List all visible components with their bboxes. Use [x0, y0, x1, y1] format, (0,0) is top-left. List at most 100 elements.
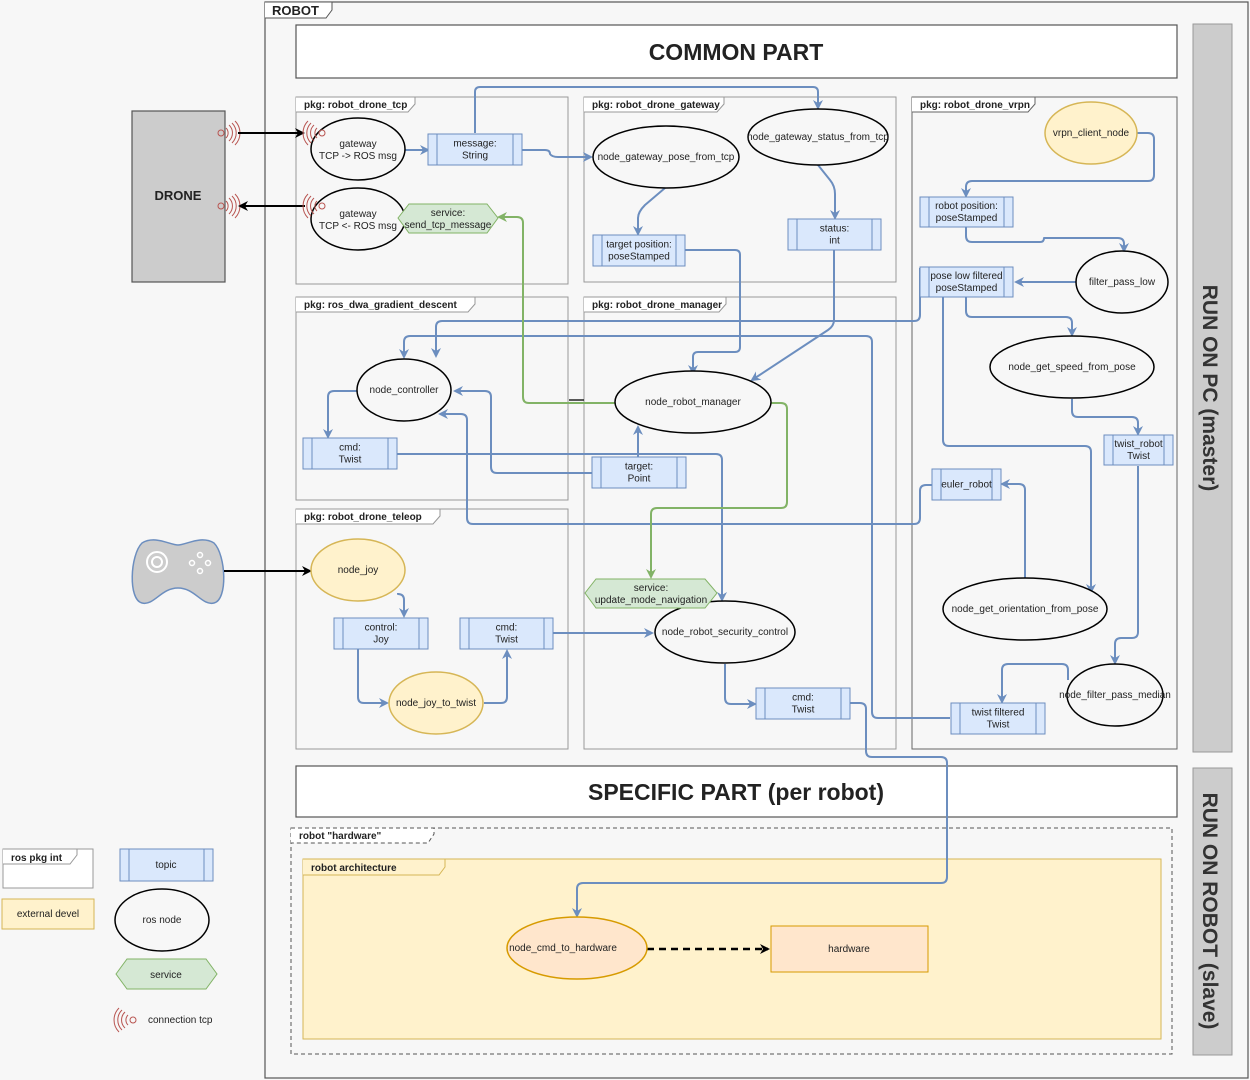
svg-text:node_gateway_status_from_tcp: node_gateway_status_from_tcp: [747, 132, 889, 143]
svg-text:node_controller: node_controller: [370, 385, 440, 396]
gamepad-icon: [131, 539, 225, 604]
topic-label: cmd:: [339, 443, 361, 454]
legend-tcp: connection tcp: [113, 1007, 213, 1033]
node-cmd-to-hardware: node_cmd_to_hardware: [506, 916, 648, 980]
edge-service: [497, 212, 616, 404]
svg-text:TCP -> ROS msg: TCP -> ROS msg: [319, 151, 397, 162]
legend-service: service: [115, 958, 218, 990]
edges: [224, 86, 1155, 954]
pkg-title: pkg: robot_drone_tcp: [304, 100, 407, 111]
topic-label: Point: [628, 474, 651, 485]
topic-label: Twist: [987, 720, 1010, 731]
svg-text:node_robot_security_control: node_robot_security_control: [662, 627, 788, 638]
edge: [522, 149, 593, 162]
topic-label: int: [829, 236, 840, 247]
edge: [357, 649, 389, 708]
topic-label: poseStamped: [936, 283, 998, 294]
run-on-pc-panel: RUN ON PC (master): [1192, 23, 1233, 753]
svg-text:service: service: [150, 970, 182, 981]
edge: [1071, 399, 1143, 436]
topic-label: robot position:: [935, 201, 998, 212]
topic-label: twist_robot: [1114, 439, 1163, 450]
topic-euler-robot: euler_robot: [931, 468, 1002, 501]
svg-text:ros pkg int: ros pkg int: [11, 853, 63, 864]
specific-part-title: SPECIFIC PART (per robot): [588, 779, 884, 805]
topic-label: poseStamped: [936, 213, 998, 224]
edge: [438, 409, 932, 525]
run-on-robot-panel: RUN ON ROBOT (slave): [1192, 767, 1233, 1056]
topic-label: Twist: [1127, 451, 1150, 462]
svg-text:gateway: gateway: [339, 209, 376, 220]
node-controller: node_controller: [356, 358, 452, 422]
topic-label: Twist: [339, 455, 362, 466]
node-gateway-status-from-tcp: node_gateway_status_from_tcp: [747, 108, 889, 166]
topic-label: poseStamped: [608, 252, 670, 263]
hardware-block: hardware: [770, 925, 929, 973]
run-on-pc-label: RUN ON PC (master): [1198, 285, 1221, 492]
common-part-title: COMMON PART: [649, 39, 824, 65]
svg-text:TCP <- ROS msg: TCP <- ROS msg: [319, 221, 397, 232]
robot-hardware-frame: robot "hardware": [290, 827, 1173, 1055]
edge: [1110, 466, 1139, 665]
specific-part-header: SPECIFIC PART (per robot): [295, 765, 1178, 818]
edge: [817, 164, 840, 220]
tcp-connection-icon: [113, 1007, 137, 1033]
common-part-header: COMMON PART: [295, 24, 1178, 79]
topic-target-position: target position:poseStamped: [592, 234, 686, 267]
legend-node: ros node: [114, 888, 210, 952]
topic-status: status:int: [787, 218, 882, 251]
pkg-title: robot architecture: [311, 863, 397, 874]
edge: [397, 453, 727, 602]
service-update-mode-navigation: service: update_mode_navigation: [584, 578, 718, 609]
edge: [965, 227, 1129, 253]
edge-service: [646, 402, 788, 579]
svg-text:node_joy: node_joy: [338, 565, 379, 576]
topic-label: target:: [625, 462, 653, 473]
svg-text:node_filter_pass_median: node_filter_pass_median: [1059, 690, 1171, 701]
node-filter-pass-low: filter_pass_low: [1075, 250, 1169, 314]
topic-label: cmd:: [496, 623, 518, 634]
node-get-speed-from-pose: node_get_speed_from_pose: [989, 335, 1155, 399]
edge: [397, 593, 409, 618]
node-joy-to-twist: node_joy_to_twist: [388, 671, 484, 735]
legend-external: external devel: [1, 898, 95, 930]
svg-text:send_tcp_message: send_tcp_message: [405, 220, 492, 231]
drone-block: DRONE: [131, 110, 241, 283]
edge: [724, 664, 757, 709]
topic-label: String: [462, 151, 488, 162]
topic-message: message:String: [427, 133, 523, 166]
pkg-title: pkg: robot_drone_teleop: [304, 512, 422, 523]
node-robot-security-control: node_robot_security_control: [654, 600, 796, 664]
node-gateway-ros-to-tcp: gateway TCP <- ROS msg: [302, 187, 406, 251]
topic-label: status:: [820, 224, 849, 235]
svg-text:node_joy_to_twist: node_joy_to_twist: [396, 698, 476, 709]
topic-security-cmd: cmd:Twist: [755, 687, 851, 720]
drone-label: DRONE: [155, 188, 202, 203]
service-send-tcp-message: service: send_tcp_message: [397, 203, 499, 234]
edge: [484, 649, 512, 704]
pkg-title: pkg: robot_drone_manager: [592, 300, 722, 311]
robot-frame-title: ROBOT: [272, 3, 319, 18]
svg-text:ros node: ros node: [143, 915, 182, 926]
topic-label: Twist: [495, 635, 518, 646]
svg-text:topic: topic: [155, 860, 176, 871]
node-joy: node_joy: [310, 538, 406, 602]
topic-label: message:: [453, 139, 496, 150]
edge: [323, 390, 359, 439]
edge: [685, 249, 741, 375]
pkg-title: robot "hardware": [299, 831, 382, 842]
run-on-robot-label: RUN ON ROBOT (slave): [1198, 793, 1221, 1030]
node-robot-manager: node_robot_manager: [614, 370, 772, 434]
pkg-title: pkg: robot_drone_gateway: [592, 100, 720, 111]
svg-text:node_gateway_pose_from_tcp: node_gateway_pose_from_tcp: [598, 152, 735, 163]
edge: [572, 702, 948, 918]
svg-text:node_get_orientation_from_pose: node_get_orientation_from_pose: [952, 604, 1099, 615]
pkg-title: pkg: robot_drone_vrpn: [920, 100, 1030, 111]
edge: [431, 268, 921, 358]
edge: [633, 187, 666, 236]
topic-dwa-cmd: cmd:Twist: [302, 437, 398, 470]
svg-text:external devel: external devel: [17, 909, 79, 920]
